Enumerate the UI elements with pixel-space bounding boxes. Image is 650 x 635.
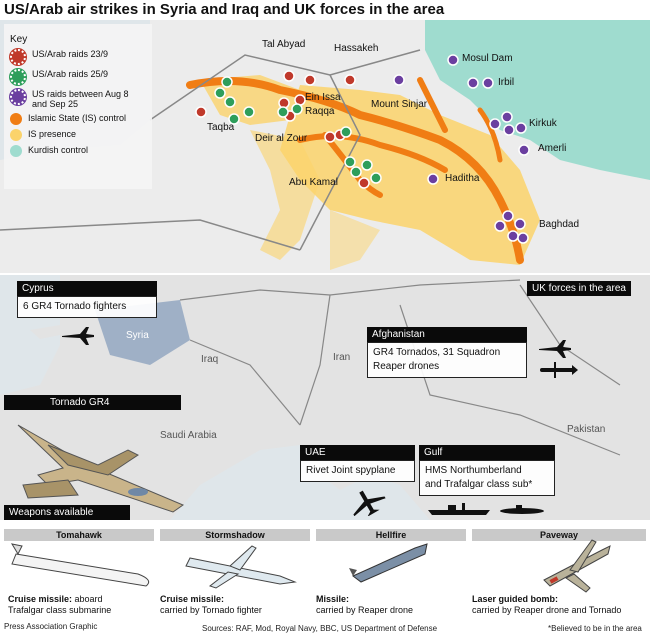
weapons-available-heading: Weapons available <box>4 505 130 520</box>
gulf-title: Gulf <box>419 445 555 460</box>
weapon-header-stormshadow: Stormshadow <box>160 529 310 541</box>
place-baghdad: Baghdad <box>539 219 580 230</box>
page-title: US/Arab air strikes in Syria and Iraq an… <box>4 1 445 18</box>
purple-raid-icon <box>10 89 26 105</box>
ship-icon <box>428 503 490 515</box>
country-syria: Syria <box>126 330 149 341</box>
border-line <box>149 49 421 121</box>
place-amerli: Amerli <box>538 143 567 154</box>
weapon-type-rest: aboard <box>72 594 103 604</box>
weapon-header-tomahawk: Tomahawk <box>4 529 154 541</box>
paveway-bomb-icon <box>543 539 611 593</box>
key-label: Islamic State (IS) control <box>28 113 127 123</box>
strike-map <box>0 20 650 273</box>
kurdish-swatch-icon <box>10 145 22 157</box>
footer-sources: Sources: RAF, Mod, Royal Navy, BBC, US D… <box>202 624 438 633</box>
place-hassakeh: Hassakeh <box>334 43 379 54</box>
is-control-area <box>186 77 524 264</box>
kurdish-area <box>425 20 650 180</box>
afghanistan-line1: GR4 Tornados, 31 Squadron <box>373 347 501 358</box>
green-raid-icon <box>10 69 26 85</box>
weapon-desc-tomahawk: Cruise missile: aboard Trafalgar class s… <box>8 594 158 616</box>
cyprus-island <box>30 325 70 339</box>
place-abu-kamal: Abu Kamal <box>289 177 338 188</box>
footer-note: *Believed to be in the area <box>548 624 642 633</box>
gulf-line1: HMS Northumberland <box>425 465 522 476</box>
gulf-line2: and Trafalgar class sub* <box>425 479 533 490</box>
key-title: Key <box>10 34 28 45</box>
afghanistan-line2: Reaper drones <box>373 361 440 372</box>
place-ein-issa: Ein Issa <box>305 92 341 103</box>
gulf-box: HMS Northumberland and Trafalgar class s… <box>419 460 555 496</box>
uk-forces-heading: UK forces in the area <box>527 281 631 296</box>
key-label: US/Arab raids 25/9 <box>32 69 109 79</box>
cyprus-jet-icon <box>62 327 94 345</box>
weapon-type: Cruise missile: <box>160 594 225 604</box>
place-tal-abyad: Tal Abyad <box>262 39 306 50</box>
uae-box: Rivet Joint spyplane <box>300 460 415 482</box>
weapon-type: Missile: <box>316 594 350 604</box>
is-control-swatch-icon <box>10 113 22 125</box>
key-item-us-raids: US raids between Aug 8 and Sep 25 <box>10 89 150 109</box>
afghanistan-title: Afghanistan <box>367 327 527 342</box>
weapon-type: Cruise missile: <box>8 594 73 604</box>
spyplane-icon <box>353 490 386 516</box>
key-item-raids-23-9: US/Arab raids 23/9 <box>10 49 150 65</box>
red-raid-icon <box>10 49 26 65</box>
weapon-desc-hellfire: Missile: carried by Reaper drone <box>316 594 466 616</box>
key-label: US/Arab raids 23/9 <box>32 49 109 59</box>
key-label: Kurdish control <box>28 145 89 155</box>
country-iran: Iran <box>333 352 351 363</box>
key-item-raids-25-9: US/Arab raids 25/9 <box>10 69 150 85</box>
weapon-desc: carried by Reaper drone <box>316 605 414 615</box>
weapon-type: Laser guided bomb: <box>472 594 559 604</box>
key-item-kurdish: Kurdish control <box>10 145 150 157</box>
country-saudi-arabia: Saudi Arabia <box>160 430 217 441</box>
weapon-desc-paveway: Laser guided bomb: carried by Reaper dro… <box>472 594 648 616</box>
weapon-desc: carried by Tornado fighter <box>160 605 262 615</box>
raid-marker-green <box>214 76 382 184</box>
place-kirkuk: Kirkuk <box>529 118 557 129</box>
weapon-desc: Trafalgar class submarine <box>8 605 112 615</box>
key-label: IS presence <box>28 129 77 139</box>
hellfire-missile-icon <box>349 543 428 583</box>
weapon-header-paveway: Paveway <box>472 529 646 541</box>
stormshadow-missile-icon <box>185 545 297 589</box>
submarine-icon <box>500 505 544 514</box>
place-taqba: Taqba <box>207 122 235 133</box>
uae-title: UAE <box>300 445 415 460</box>
cyprus-box: 6 GR4 Tornado fighters <box>17 296 157 318</box>
country-pakistan: Pakistan <box>567 424 606 435</box>
key-item-is-presence: IS presence <box>10 129 150 141</box>
afghanistan-jet-icon <box>539 340 571 358</box>
place-mosul-dam: Mosul Dam <box>462 53 513 64</box>
tomahawk-missile-icon <box>10 543 150 587</box>
raid-markers <box>195 54 530 244</box>
place-mount-sinjar: Mount Sinjar <box>371 99 428 110</box>
place-haditha: Haditha <box>445 173 480 184</box>
key-item-is-control: Islamic State (IS) control <box>10 113 150 125</box>
afghanistan-box: GR4 Tornados, 31 Squadron Reaper drones <box>367 342 527 378</box>
key-label: US raids between Aug 8 and Sep 25 <box>32 89 129 109</box>
weapon-header-hellfire: Hellfire <box>316 529 466 541</box>
place-deir-al-zour: Deir al Zour <box>255 133 308 144</box>
cyprus-title: Cyprus <box>17 281 157 296</box>
weapon-desc-stormshadow: Cruise missile: carried by Tornado fight… <box>160 594 310 616</box>
weapon-desc: carried by Reaper drone and Tornado <box>472 605 622 615</box>
map-key: Key US/Arab raids 23/9 US/Arab raids 25/… <box>10 34 150 161</box>
raid-marker-purple <box>393 54 530 244</box>
place-raqqa: Raqqa <box>305 106 335 117</box>
reaper-drone-icon <box>540 362 578 378</box>
footer-credit: Press Association Graphic <box>4 622 98 631</box>
country-border <box>179 279 621 456</box>
country-iraq: Iraq <box>201 354 219 365</box>
tornado-title: Tornado GR4 <box>4 395 181 410</box>
is-presence-swatch-icon <box>10 129 22 141</box>
title-bar <box>0 0 650 20</box>
place-irbil: Irbil <box>498 77 515 88</box>
tornado-gr4-icon <box>17 424 185 513</box>
